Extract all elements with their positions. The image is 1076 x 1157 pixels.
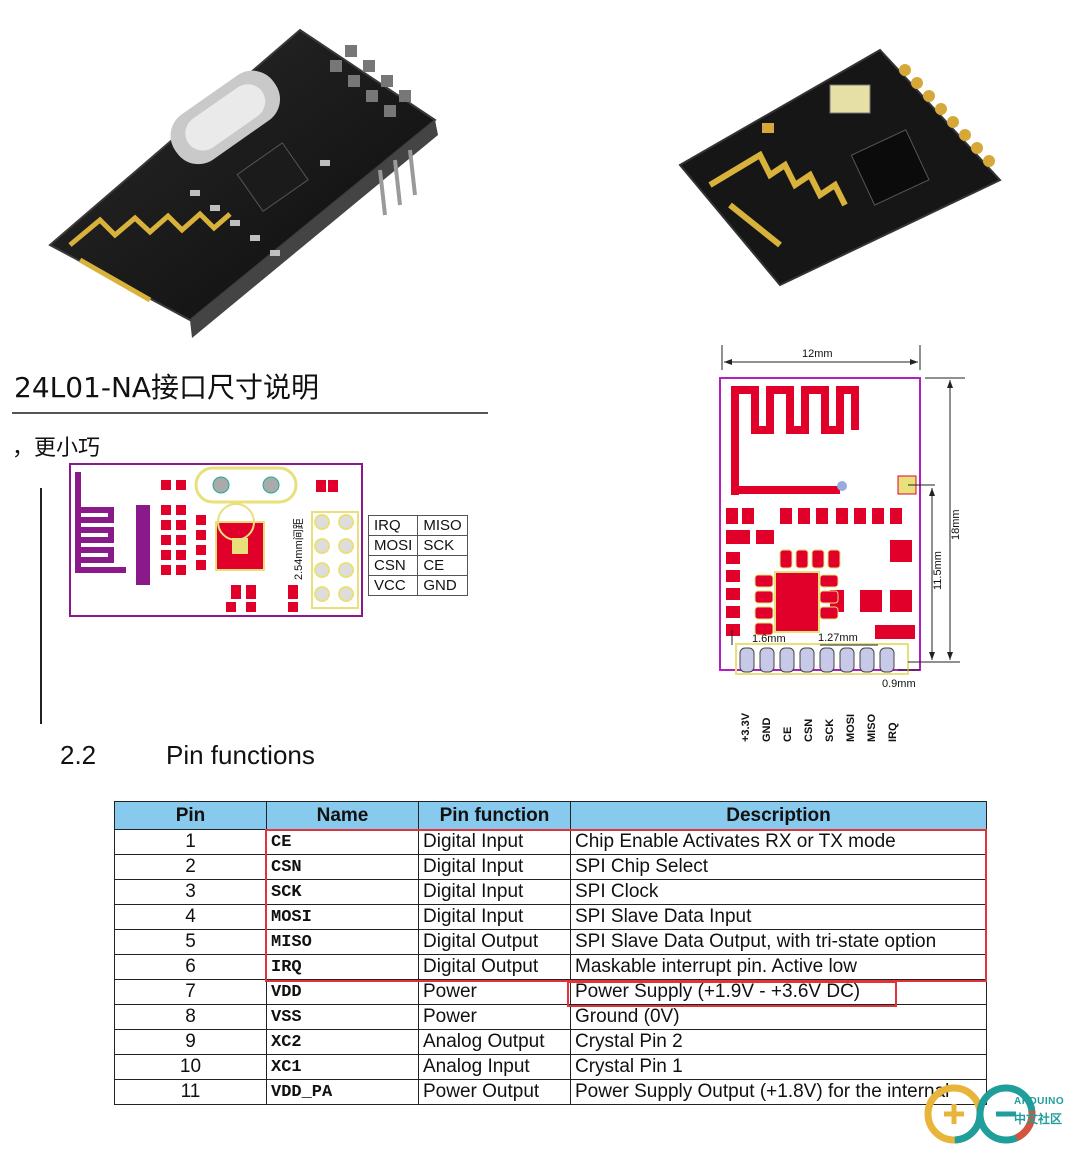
pin-number-cell: 11	[114, 1079, 267, 1105]
spi-pins-highlight	[265, 829, 987, 982]
table-header-row: Pin Name Pin function Description	[114, 801, 987, 830]
logo-text-community: 中文社区	[1014, 1112, 1063, 1126]
pin-number-cell: 3	[114, 879, 267, 905]
pin-number-cell: 2	[114, 854, 267, 880]
pin-label-row: MOSI SCK	[367, 535, 468, 556]
left-pcb-layout-diagram	[66, 460, 366, 620]
module-subnote: ，更小巧	[12, 436, 101, 461]
header-pin-label-table: IRQ MISO MOSI SCK CSN CE VCC GND	[367, 515, 468, 596]
pin-number-cell: 7	[114, 979, 267, 1005]
pin-function-cell: Digital Output	[418, 954, 571, 980]
pin-function-cell: Power Output	[418, 1079, 571, 1105]
pin-spacing-label: 2.54mm间距	[293, 518, 305, 580]
pin-name-cell: MISO	[266, 929, 419, 955]
right-dimension-diagram	[710, 340, 980, 700]
pin-name-cell: XC1	[266, 1054, 419, 1080]
pin-label: CE	[417, 555, 468, 576]
smd-pin-label: MISO	[866, 713, 878, 742]
smd-pin-label: CSN	[803, 718, 815, 742]
section-title: Pin functions	[166, 740, 315, 770]
smd-pin-label: GND	[761, 717, 773, 742]
pin-name-cell: VSS	[266, 1004, 419, 1030]
pin-name-cell: CE	[266, 829, 419, 855]
pin-function-cell: Power	[418, 1004, 571, 1030]
heading-rule	[12, 412, 488, 414]
description-cell: SPI Slave Data Input	[570, 904, 987, 930]
pin-number-cell: 4	[114, 904, 267, 930]
pin-label-row: IRQ MISO	[367, 515, 468, 536]
description-cell: Ground (0V)	[570, 1004, 987, 1030]
smd-pin-label: IRQ	[887, 722, 899, 742]
smd-pin-label: SCK	[824, 718, 836, 742]
column-header-pin: Pin	[114, 801, 267, 830]
pin-label: MISO	[417, 515, 468, 536]
pin-function-cell: Analog Output	[418, 1029, 571, 1055]
pin-label-row: VCC GND	[367, 575, 468, 596]
pin-label: MOSI	[367, 535, 419, 556]
dimension-edge: 0.9mm	[882, 678, 916, 690]
dimension-pitch-b: 1.27mm	[818, 632, 858, 644]
smd-pin-label: +3.3V	[740, 712, 752, 742]
smd-pin-label: MOSI	[845, 713, 857, 742]
pin-label: SCK	[417, 535, 468, 556]
pin-name-cell: XC2	[266, 1029, 419, 1055]
description-cell: SPI Slave Data Output, with tri-state op…	[570, 929, 987, 955]
pin-function-cell: Power	[418, 979, 571, 1005]
smd-pin-label-row: +3.3V GND CE CSN SCK MOSI MISO IRQ	[740, 713, 900, 752]
pin-label: VCC	[367, 575, 419, 596]
module-interface-heading: 24L01-NA接口尺寸说明	[14, 371, 320, 404]
column-header-description: Description	[570, 801, 987, 830]
pin-label: GND	[417, 575, 468, 596]
pin-name-cell: VDD_PA	[266, 1079, 419, 1105]
pin-number-cell: 9	[114, 1029, 267, 1055]
description-cell: Power Supply Output (+1.8V) for the inte…	[570, 1079, 987, 1105]
pin-name-cell: SCK	[266, 879, 419, 905]
pin-number-cell: 8	[114, 1004, 267, 1030]
pin-number-cell: 5	[114, 929, 267, 955]
arduino-cn-logo: ARDUINO 中文社区	[924, 1082, 1074, 1152]
pin-label: CSN	[367, 555, 419, 576]
description-cell: Crystal Pin 2	[570, 1029, 987, 1055]
pin-label-row: CSN CE	[367, 555, 468, 576]
pin-number-cell: 10	[114, 1054, 267, 1080]
dimension-antenna: 11.5mm	[932, 551, 944, 590]
pin-number-cell: 6	[114, 954, 267, 980]
pin-name-cell: IRQ	[266, 954, 419, 980]
nrf24l01-module-photo	[40, 20, 480, 340]
margin-line	[40, 488, 42, 724]
pin-function-cell: Digital Output	[418, 929, 571, 955]
column-header-name: Name	[266, 801, 419, 830]
dimension-height: 18mm	[950, 509, 962, 540]
section-number: 2.2	[60, 740, 97, 770]
smd-pin-label: CE	[782, 726, 794, 742]
nrf24l01-smd-module-photo	[670, 45, 1020, 295]
column-header-pin-function: Pin function	[418, 801, 571, 830]
description-cell: Crystal Pin 1	[570, 1054, 987, 1080]
description-cell: SPI Clock	[570, 879, 987, 905]
dimension-width: 12mm	[802, 348, 833, 360]
power-supply-highlight	[567, 981, 897, 1007]
pin-number-cell: 1	[114, 829, 267, 855]
pin-function-cell: Analog Input	[418, 1054, 571, 1080]
logo-text-arduino: ARDUINO	[1014, 1096, 1065, 1107]
pin-name-cell: VDD	[266, 979, 419, 1005]
pin-label: IRQ	[367, 515, 419, 536]
dimension-pitch-a: 1.6mm	[752, 633, 786, 645]
